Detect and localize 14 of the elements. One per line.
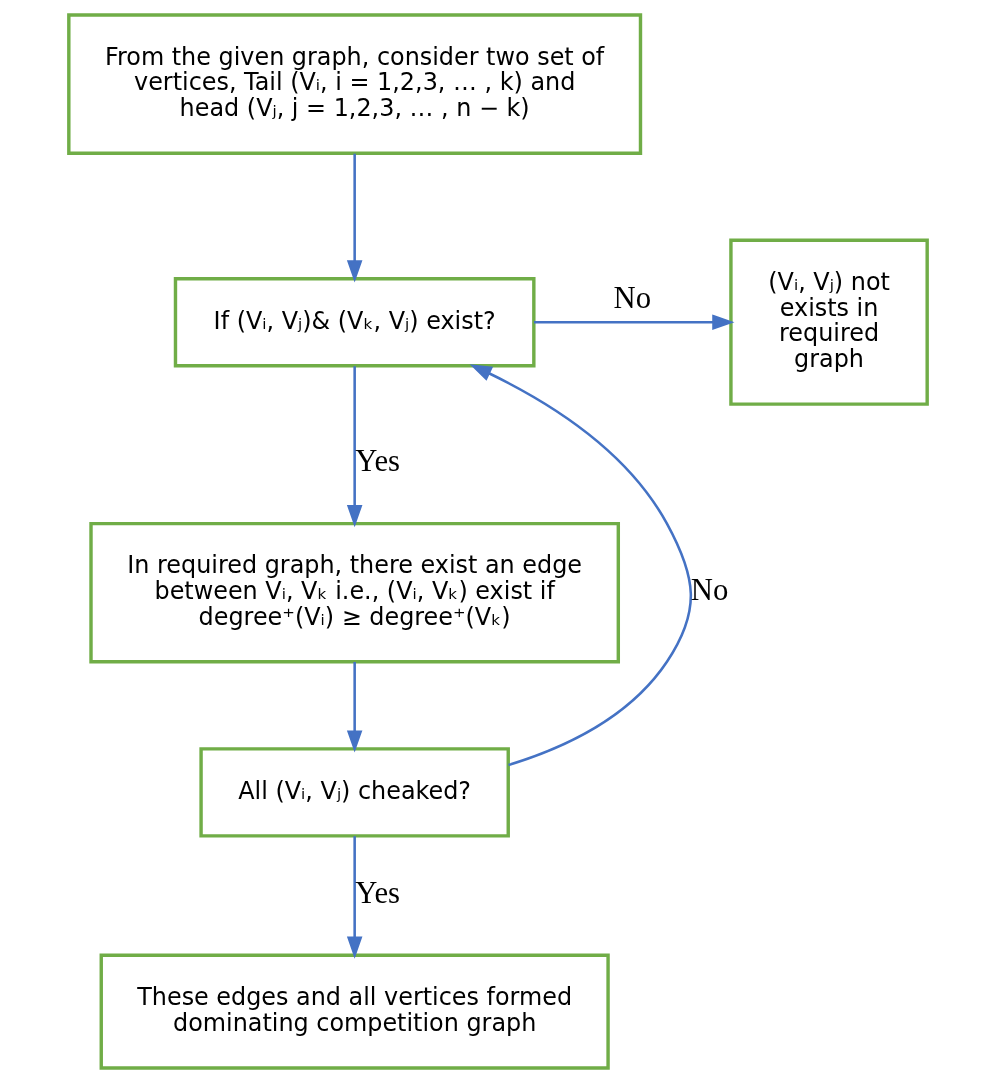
node-box: These edges and all vertices formed dominating competition graph (99, 953, 610, 1070)
node-box: (Vᵢ, Vⱼ) not exists in required graph (728, 238, 929, 406)
arrow (346, 366, 362, 528)
edge-label: No (690, 573, 728, 608)
arrow (533, 314, 734, 330)
arrow (346, 661, 362, 753)
arrow (469, 364, 692, 767)
node-box: From the given graph, consider two set of vertices, Tail (Vᵢ, i = 1,2,3, … , k) and head (Vⱼ, j = 1,2,3, … , n − k) (66, 13, 642, 155)
node-box: In required graph, there exist an edge between Vᵢ, Vₖ i.e., (Vᵢ, Vₖ) exist if degree⁺(Vᵢ) ≥ degree⁺(Vₖ) (88, 521, 620, 664)
edge-label: No (613, 280, 651, 315)
arrow (346, 836, 362, 959)
node-box: If (Vᵢ, Vⱼ)& (Vₖ, Vⱼ) exist? (173, 277, 536, 368)
node-box: All (Vᵢ, Vⱼ) cheaked? (198, 747, 510, 838)
arrow (346, 153, 362, 283)
